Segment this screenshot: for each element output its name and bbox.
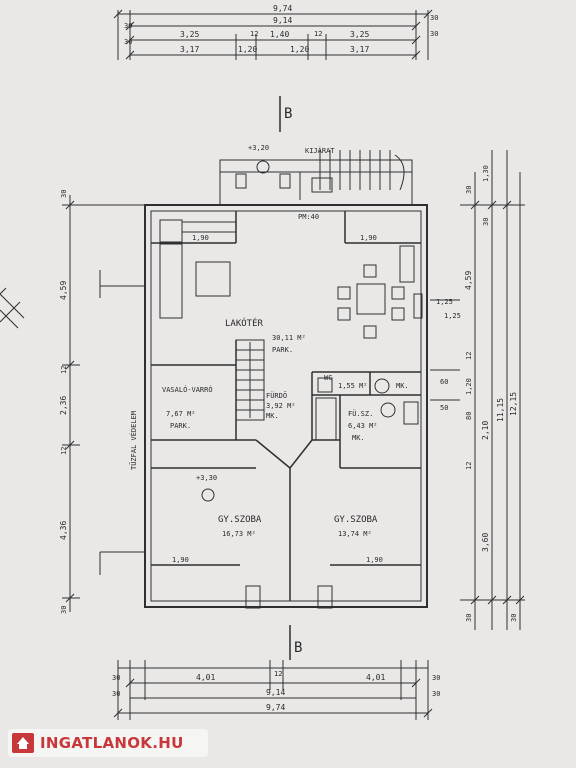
stair-exit xyxy=(219,150,413,206)
bottom-mark-2: 30 xyxy=(432,674,440,682)
room-area-5: 16,73 M² xyxy=(222,530,256,538)
dim-misc-3: 1,90 xyxy=(366,556,383,564)
right-dim-0: 30 xyxy=(465,186,473,194)
room-name-6: GY.SZOBA xyxy=(334,515,378,525)
right-dim-7: 50 xyxy=(440,404,448,412)
room-name-0: LAKÓTÉR xyxy=(225,317,264,329)
dim-misc-4: 1,25 xyxy=(436,298,453,306)
bottom-dim-right: 4,01 xyxy=(366,673,385,682)
room-name-4: FÜ.SZ. xyxy=(348,409,373,418)
level-mark-upper: +3,20 xyxy=(248,144,269,152)
right-dim-9: 1,20 xyxy=(465,378,473,395)
left-dim-1: 4,59 xyxy=(59,281,68,300)
room-name-1: VASALÓ-VARRÓ xyxy=(162,385,213,394)
furniture xyxy=(159,219,423,609)
room-area-2: 1,55 M² xyxy=(338,382,368,390)
room-floor-2: MK. xyxy=(396,382,409,390)
right-dim-14: 11,15 xyxy=(496,398,505,422)
top-mark-2: 12 xyxy=(250,30,258,38)
room-floor-4: MK. xyxy=(352,434,365,442)
section-mark-bottom: B xyxy=(294,640,302,656)
bottom-dim-inner: 9,14 xyxy=(266,688,285,697)
right-dim-3: 4,59 xyxy=(464,271,473,290)
right-dim-1: 1,30 xyxy=(482,165,490,182)
top-dim-inner: 9,14 xyxy=(273,16,292,25)
tag-label: PM:40 xyxy=(298,213,319,221)
bottom-dim-overall: 9,74 xyxy=(266,703,285,712)
right-dimensions xyxy=(430,150,525,630)
top-dim-row4-d: 3,17 xyxy=(350,45,369,54)
bottom-dimension-lines xyxy=(113,660,433,720)
room-name-3: FÜRDŐ xyxy=(266,391,287,400)
top-dim-overall: 9,74 xyxy=(273,4,292,13)
right-dim-8: 2,10 xyxy=(481,421,490,440)
right-dim-13: 30 xyxy=(465,614,473,622)
firewall-label: TŰZFAL VÉDELEM xyxy=(129,411,138,470)
dim-misc-1: 1,90 xyxy=(360,234,377,242)
inner-stair xyxy=(235,339,265,421)
top-dimension-lines xyxy=(113,9,433,60)
bottom-mark-4: 12 xyxy=(274,670,282,678)
watermark-text: INGATLANOK.HU xyxy=(40,734,184,752)
room-area-6: 13,74 M² xyxy=(338,530,372,538)
right-dim-5: 60 xyxy=(440,378,448,386)
bottom-mark-3: 30 xyxy=(432,690,440,698)
north-arrow-grid xyxy=(0,287,25,329)
top-mark-1: 30 xyxy=(124,38,132,46)
top-dim-row4-b: 1,20 xyxy=(238,45,257,54)
section-mark-top: B xyxy=(284,106,292,122)
room-floor-1: PARK. xyxy=(170,422,191,430)
watermark-logo: INGATLANOK.HU xyxy=(8,729,208,757)
bottom-mark-1: 30 xyxy=(112,690,120,698)
bottom-mark-0: 30 xyxy=(112,674,120,682)
stair-label: KIJÁRAT xyxy=(305,146,335,155)
left-dim-4: 12 xyxy=(60,447,68,455)
right-dim-11: 12 xyxy=(465,462,473,470)
room-area-1: 7,67 M² xyxy=(166,410,196,418)
room-name-5: GY.SZOBA xyxy=(218,515,262,525)
room-area-4: 6,43 M² xyxy=(348,422,378,430)
right-dim-12: 3,60 xyxy=(481,533,490,552)
top-mark-5: 30 xyxy=(430,30,438,38)
bottom-dim-left: 4,01 xyxy=(196,673,215,682)
right-dim-6: 12 xyxy=(465,352,473,360)
right-dim-15: 12,15 xyxy=(509,392,518,416)
house-icon xyxy=(12,733,34,753)
level-mark-lower: +3,30 xyxy=(196,474,217,482)
room-floor-0: PARK. xyxy=(272,346,293,354)
room-name-2: WC xyxy=(324,374,332,382)
right-dim-16: 30 xyxy=(510,614,518,622)
top-dim-row4-c: 1,20 xyxy=(290,45,309,54)
room-floor-3: MK. xyxy=(266,412,279,420)
top-mark-4: 30 xyxy=(430,14,438,22)
left-dim-6: 30 xyxy=(60,606,68,614)
right-dim-4: 1,25 xyxy=(444,312,461,320)
right-dim-10: 80 xyxy=(465,412,473,420)
right-dim-2: 30 xyxy=(482,218,490,226)
top-dim-row3-mid: 1,40 xyxy=(270,30,289,39)
left-dim-2: 12 xyxy=(60,366,68,374)
top-dim-row3-left: 3,25 xyxy=(180,30,199,39)
dim-misc-2: 1,90 xyxy=(172,556,189,564)
dim-misc-0: 1,90 xyxy=(192,234,209,242)
left-dimensions xyxy=(62,195,145,612)
level-markers xyxy=(201,160,270,502)
top-mark-0: 30 xyxy=(124,22,132,30)
top-mark-3: 12 xyxy=(314,30,322,38)
room-area-0: 30,11 M² xyxy=(272,334,306,342)
room-area-3: 3,92 M² xyxy=(266,402,296,410)
left-dim-0: 30 xyxy=(60,190,68,198)
top-dim-row4-a: 3,17 xyxy=(180,45,199,54)
left-dim-3: 2,36 xyxy=(59,396,68,415)
left-dim-5: 4,36 xyxy=(59,521,68,540)
top-dim-row3-right: 3,25 xyxy=(350,30,369,39)
